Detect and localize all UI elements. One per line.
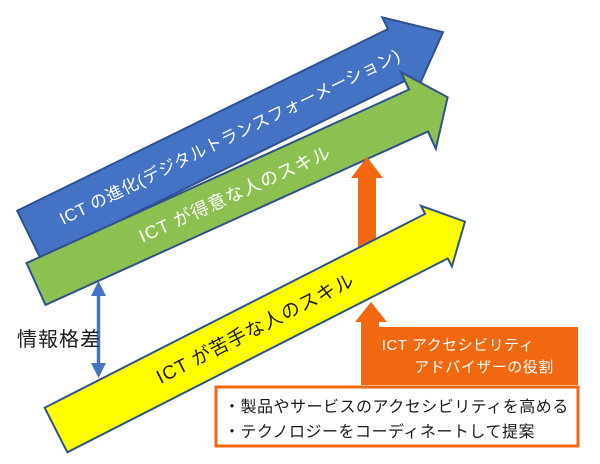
- digital-divide-label: 情報格差: [17, 328, 101, 351]
- digital-divide-gap-arrowhead-bottom: [91, 363, 106, 378]
- advisor-role-line1: ICT アクセシビリティ: [382, 337, 534, 354]
- ict-skilled-arrow-shape: [25, 69, 449, 307]
- advisor-role-callout-shape: [355, 302, 578, 385]
- advisor-role-line2: アドバイザーの役割: [414, 359, 554, 376]
- digital-divide-gap-arrow: [91, 281, 106, 378]
- advisor-details-box: ・製品やサービスのアクセシビリティを高める ・テクノロジーをコーディネートして提…: [214, 385, 580, 448]
- ict-unskilled-arrow-label: ICT が苦手な人のスキル: [153, 269, 359, 388]
- advisor-details-box-shape: [214, 385, 580, 448]
- advisor-details-line1: ・製品やサービスのアクセシビリティを高める: [224, 398, 569, 416]
- digital-divide-gap-arrowhead-top: [91, 281, 106, 296]
- advisor-details-line2: ・テクノロジーをコーディネートして提案: [224, 422, 535, 441]
- advisor-role-callout: ICT アクセシビリティ アドバイザーの役割: [355, 302, 578, 385]
- ict-unskilled-arrow-shape: [43, 204, 467, 454]
